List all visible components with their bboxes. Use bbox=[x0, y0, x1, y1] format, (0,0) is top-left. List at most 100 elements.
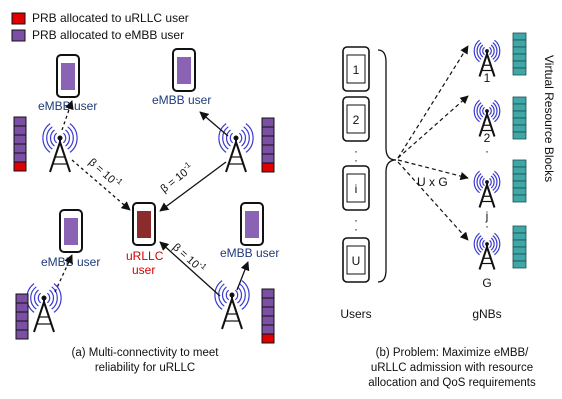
resource-block-cell bbox=[512, 159, 527, 168]
prb-stack-top-left bbox=[13, 116, 27, 172]
link-tr-embb bbox=[199, 111, 229, 137]
urllc-user-label-line2: user bbox=[132, 263, 155, 277]
svg-text:β = 10-1: β = 10-1 bbox=[86, 154, 125, 191]
link-br-urllc bbox=[159, 241, 221, 297]
left-panel: eMBB user eMBB user eMBB user eMBB user … bbox=[13, 48, 279, 374]
prb-cell-embb bbox=[261, 117, 275, 128]
resource-block-cell bbox=[512, 53, 527, 62]
caption-a-line2: reliability for uRLLC bbox=[95, 362, 195, 374]
resource-block-cell bbox=[512, 187, 527, 196]
prb-cell-embb bbox=[261, 297, 275, 308]
resource-block-cell bbox=[512, 110, 527, 119]
resource-block-cell bbox=[512, 60, 527, 69]
legend: PRB allocated to uRLLC user PRB allocate… bbox=[11, 11, 189, 42]
urllc-user-label-line1: uRLLC bbox=[126, 249, 164, 263]
gnbs-label: gNBs bbox=[472, 307, 501, 321]
resource-block-cell bbox=[512, 260, 527, 269]
prb-cell-embb bbox=[13, 152, 27, 163]
link-to-gnb-G bbox=[397, 161, 469, 241]
link-tl-embb bbox=[61, 100, 74, 131]
link-br-embb bbox=[236, 261, 250, 291]
prb-cell-embb bbox=[261, 153, 275, 164]
resource-block-cell bbox=[512, 124, 527, 133]
prb-stack-bottom-left bbox=[15, 293, 29, 340]
gnb-tower-icon-2 bbox=[473, 99, 501, 137]
resource-block-cell bbox=[512, 103, 527, 112]
phone-embb-bottom-left bbox=[59, 209, 83, 253]
resource-block-cell bbox=[512, 117, 527, 126]
prb-cell-urllc bbox=[261, 162, 275, 173]
prb-stack-bottom-right bbox=[261, 288, 275, 344]
user-ellipsis-1: · bbox=[354, 144, 358, 158]
link-bl-embb bbox=[54, 254, 73, 293]
user-phone-i: i bbox=[342, 165, 370, 211]
user-phone-1: 1 bbox=[342, 46, 370, 92]
prb-cell-embb bbox=[13, 125, 27, 136]
user-ellipsis-2: · bbox=[354, 153, 358, 167]
embb-user-label-4: eMBB user bbox=[220, 246, 279, 260]
prb-cell-embb bbox=[261, 135, 275, 146]
caption-b-line3: allocation and QoS requirements bbox=[368, 377, 536, 389]
caption-b-line1: (b) Problem: Maximize eMBB/ bbox=[376, 347, 530, 359]
resource-block-cell bbox=[512, 131, 527, 140]
resource-block-cell bbox=[512, 32, 527, 41]
svg-text:1: 1 bbox=[353, 63, 360, 77]
resource-block-cell bbox=[512, 239, 527, 248]
embb-user-label-1: eMBB user bbox=[38, 99, 97, 113]
gnb-ellipsis-2: · bbox=[485, 219, 489, 233]
resource-block-cell bbox=[512, 246, 527, 255]
svg-text:β = 10-1: β = 10-1 bbox=[157, 160, 197, 196]
resource-block-cell bbox=[512, 180, 527, 189]
prb-cell-embb bbox=[15, 302, 29, 313]
resource-block-cell bbox=[512, 166, 527, 175]
link-to-gnb-1 bbox=[397, 45, 469, 159]
prb-cell-embb bbox=[261, 144, 275, 155]
prb-stack-top-right bbox=[261, 117, 275, 173]
prb-cell-embb bbox=[13, 116, 27, 127]
link-to-gnb-2 bbox=[397, 95, 469, 159]
right-panel: 1 2 · · i · · U U x G bbox=[340, 32, 556, 389]
prb-cell-embb bbox=[13, 143, 27, 154]
gnb-tower-icon-1 bbox=[473, 39, 501, 77]
tower-icon-bottom-right bbox=[214, 280, 250, 330]
phone-embb-top-left bbox=[56, 54, 80, 98]
legend-urllc-label: PRB allocated to uRLLC user bbox=[32, 11, 189, 25]
tower-icon-top-right bbox=[218, 123, 254, 173]
resource-block-cell bbox=[512, 253, 527, 262]
vrb-column-G bbox=[512, 225, 527, 269]
resource-block-cell bbox=[512, 173, 527, 182]
svg-text:U: U bbox=[352, 254, 361, 268]
prb-cell-urllc bbox=[13, 161, 27, 172]
vrb-column-j bbox=[512, 159, 527, 203]
prb-cell-embb bbox=[15, 329, 29, 340]
vertical-label: Virtual Resource Blocks bbox=[542, 55, 556, 182]
resource-block-cell bbox=[512, 225, 527, 234]
tower-icon-bottom-left bbox=[26, 283, 62, 333]
prb-cell-embb bbox=[261, 315, 275, 326]
legend-embb-swatch bbox=[11, 29, 26, 42]
phone-embb-top-right bbox=[172, 48, 196, 92]
prb-cell-embb bbox=[15, 320, 29, 331]
beta-label-2: β = 10-1 bbox=[157, 160, 197, 196]
resource-block-cell bbox=[512, 46, 527, 55]
combo-label: U x G bbox=[417, 175, 448, 189]
link-to-gnb-j bbox=[397, 159, 469, 181]
resource-block-cell bbox=[512, 194, 527, 203]
link-tr-urllc bbox=[159, 161, 227, 212]
gnb-label-1: 1 bbox=[484, 71, 491, 85]
vrb-column-1 bbox=[512, 32, 527, 76]
user-ellipsis-4: · bbox=[354, 222, 358, 236]
gnb-label-G: G bbox=[482, 276, 491, 290]
resource-block-cell bbox=[512, 39, 527, 48]
prb-cell-embb bbox=[15, 311, 29, 322]
beta-label-3: β = 10-1 bbox=[170, 241, 209, 271]
prb-cell-embb bbox=[261, 306, 275, 317]
user-phone-U: U bbox=[342, 237, 370, 283]
prb-cell-urllc bbox=[261, 333, 275, 344]
svg-text:2: 2 bbox=[353, 113, 360, 127]
gnb-tower-icon-G bbox=[473, 232, 501, 270]
gnb-ellipsis-1: · bbox=[485, 144, 489, 158]
caption-a-line1: (a) Multi-connectivity to meet bbox=[72, 347, 220, 359]
prb-cell-embb bbox=[261, 126, 275, 137]
